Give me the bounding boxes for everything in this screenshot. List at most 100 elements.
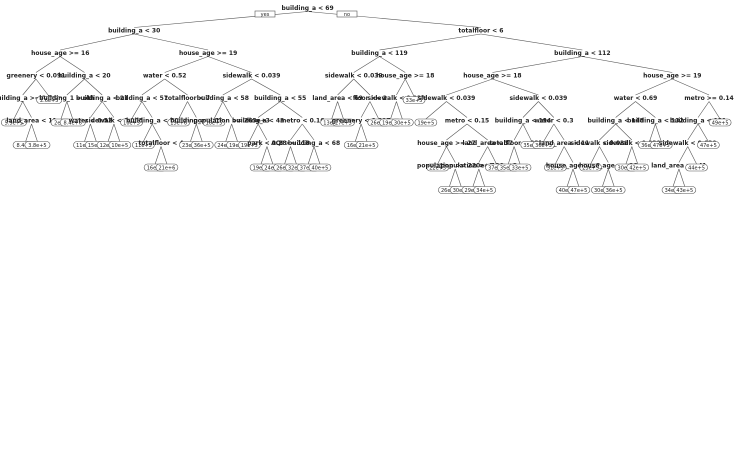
tree-edge-30: [178, 101, 188, 120]
tree-edge-62: [360, 123, 368, 142]
tree-edges: [13, 11, 721, 187]
tree-edge-14: [90, 101, 103, 118]
split-label-13: totalfloor < 7: [165, 95, 210, 102]
tree-edge-10: [66, 78, 85, 96]
tree-edge-85: [522, 101, 539, 118]
tree-edge-69: [480, 33, 583, 51]
split-label-43: water < 0.3: [534, 118, 573, 125]
split-label-57: building_a < 112: [554, 50, 610, 57]
split-label-2: greenery < 0.091: [7, 73, 66, 80]
tree-edge-79: [466, 123, 488, 141]
tree-edge-64: [379, 56, 406, 73]
leaf-box-45: [532, 141, 555, 149]
leaf-box-49: [579, 163, 602, 172]
tree-edge-113: [687, 123, 699, 141]
tree-edge-50: [302, 123, 315, 141]
leaf-value-11: 11e+5: [135, 143, 152, 149]
leaf-value-60: 49e+5: [712, 120, 729, 126]
tree-edge-20: [134, 33, 209, 51]
split-label-17: park < 0.28: [247, 140, 286, 147]
leaf-value-21: 19e+6: [253, 165, 270, 171]
tree-edge-114: [678, 146, 689, 163]
leaf-value-31: 26e+5: [370, 120, 387, 126]
tree-edge-40: [251, 78, 281, 96]
tree-edge-67: [396, 101, 403, 120]
tree-edge-111: [672, 78, 710, 96]
leaf-value-32: 19e+5: [382, 120, 399, 126]
leaf-value-45: 36e+5: [535, 143, 552, 149]
tree-edge-51: [307, 146, 315, 165]
tree-edge-28: [160, 146, 168, 165]
split-label-24: house_age >= 19: [179, 50, 237, 57]
split-label-39: totalfloor < 23: [490, 140, 539, 147]
split-label-11: building_a < 57: [116, 95, 168, 102]
tree-edge-90: [538, 101, 555, 118]
split-label-21: metro < 0.16: [280, 118, 324, 125]
tree-edge-61: [354, 123, 362, 142]
leaf-box-36: [426, 163, 449, 172]
leaf-value-24: 32e+5: [288, 165, 305, 171]
tree-edge-100: [599, 123, 616, 141]
leaf-value-46: 31e+5: [547, 165, 564, 171]
tree-edge-4: [13, 101, 23, 120]
tree-edge-74: [446, 123, 468, 141]
tree-edge-52: [313, 146, 321, 165]
leaf-value-7: 15e+5: [88, 143, 105, 149]
split-label-18: building_a < 43: [232, 118, 284, 125]
split-label-38: sidewalk < 0.039: [418, 95, 476, 102]
leaf-value-40: 34e+5: [476, 188, 493, 194]
tree-edge-110: [655, 123, 662, 142]
tree-edge-19: [113, 123, 121, 142]
leaf-value-10: 10e+5: [123, 120, 140, 126]
split-label-34: house_age >= 27: [417, 140, 475, 147]
leaf-box-10: [120, 118, 143, 127]
tree-edge-41: [257, 101, 281, 118]
leaf-box-34: [402, 96, 426, 104]
split-label-59: building_a < 69: [281, 5, 333, 12]
split-label-19: AQI >= 118: [271, 140, 310, 147]
tree-edge-42: [249, 123, 259, 142]
leaf-value-2: 3.8e+5: [28, 143, 46, 149]
leaf-box-14: [167, 118, 190, 127]
leaf-value-41: 37e+5: [488, 165, 505, 171]
tree-edge-101: [590, 146, 600, 165]
tree-edge-92: [553, 123, 565, 141]
tree-edge-56: [337, 78, 354, 96]
leaf-box-53: [626, 163, 650, 172]
tree-edge-33: [196, 123, 203, 142]
leaf-value-15: 23e+5: [182, 143, 199, 149]
tree-edge-6: [25, 123, 32, 142]
tree-edge-26: [151, 123, 162, 141]
tree-edge-78: [454, 168, 462, 187]
tree-edge-35: [222, 78, 252, 96]
tree-edge-106: [625, 146, 633, 165]
leaf-value-8: 12e+5: [100, 143, 117, 149]
tree-edge-97: [582, 56, 673, 73]
split-label-23: sidewalk < 0.039: [223, 73, 281, 80]
leaf-value-25: 37e+5: [300, 165, 317, 171]
leaf-box-0: [0, 118, 27, 127]
leaf-value-43: 33e+5: [512, 165, 529, 171]
split-label-12: building_a < 63: [170, 118, 222, 125]
leaf-box-35: [414, 118, 438, 127]
tree-edge-9: [60, 56, 85, 73]
tree-edge-31: [187, 101, 197, 118]
split-label-28: floor >= 2: [353, 95, 387, 102]
split-label-14: water < 0.52: [143, 73, 187, 80]
split-label-47: sidewalk < 0.039: [571, 140, 629, 147]
leaf-value-51: 36e+5: [606, 188, 623, 194]
tree-edge-53: [307, 11, 481, 28]
tree-edge-102: [599, 146, 609, 163]
branch-legend: yes no: [254, 10, 358, 18]
tree-edge-15: [84, 123, 91, 142]
leaf-value-56: 34e+5: [665, 188, 682, 194]
tree-edge-1: [60, 33, 135, 51]
tree-edge-119: [708, 101, 721, 120]
tree-edge-54: [379, 33, 481, 51]
leaf-box-5: [59, 118, 86, 127]
tree-edge-84: [492, 78, 539, 96]
leaf-value-57: 43e+5: [676, 188, 693, 194]
tree-edge-112: [697, 101, 710, 118]
legend-yes-box: [254, 10, 276, 18]
leaf-value-44: 35e+5: [523, 143, 540, 149]
